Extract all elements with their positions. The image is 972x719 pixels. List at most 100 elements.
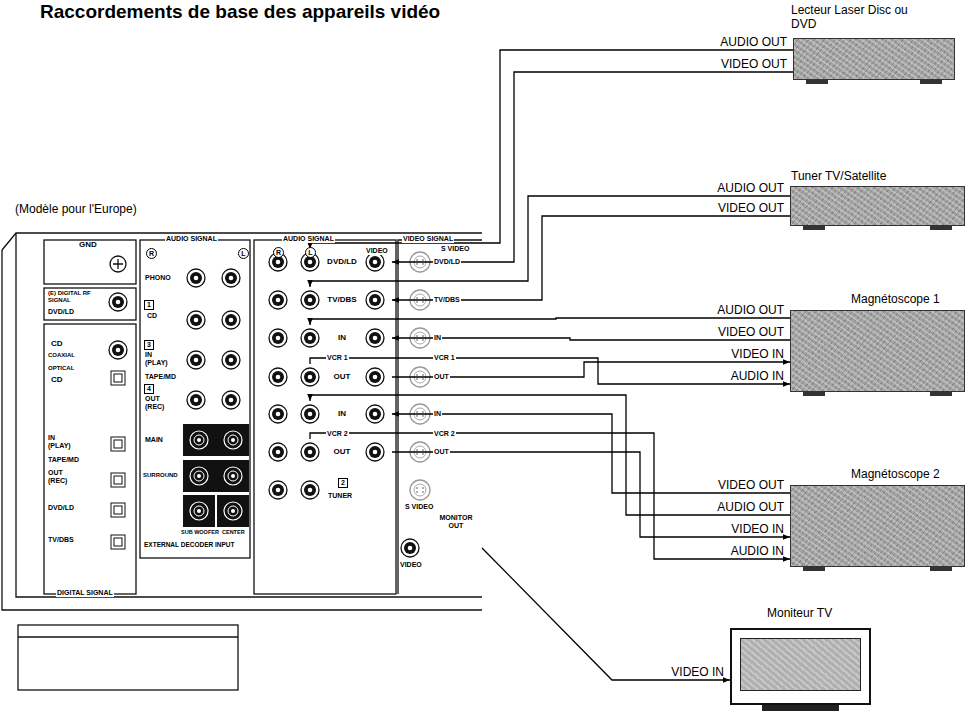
jack-body	[190, 272, 202, 284]
rca-jack	[401, 539, 419, 557]
rca-jack	[301, 368, 319, 386]
s-video-jack	[410, 480, 430, 500]
rca-jack	[269, 443, 287, 461]
jack-pin	[373, 260, 378, 265]
jack-ring	[269, 368, 287, 386]
jack-pin	[197, 509, 201, 513]
jack-body	[304, 408, 316, 420]
jack-body	[369, 371, 381, 383]
jack-pin	[197, 438, 201, 442]
jack-label: OUT	[320, 372, 364, 381]
panel-label: VIDEO SIGNAL	[402, 235, 454, 243]
s-video-pin	[422, 263, 424, 265]
jack-pin	[276, 336, 281, 341]
jack-label: DVD/LD	[320, 257, 364, 266]
jack-body	[225, 354, 237, 366]
jack-ring	[190, 502, 208, 520]
jack-body	[225, 394, 237, 406]
jack-pin	[197, 474, 201, 478]
rca-jack	[269, 329, 287, 347]
rca-jack	[187, 351, 205, 369]
model-note: (Modèle pour l'Europe)	[14, 203, 138, 216]
rca-jack	[366, 443, 384, 461]
jack-ring	[366, 253, 384, 271]
optical-outline	[111, 535, 125, 549]
s-video-pin	[416, 297, 418, 299]
panel-label: EXTERNAL DECODER INPUT	[143, 541, 236, 548]
panel-label: (E) DIGITAL RF SIGNAL	[47, 290, 99, 303]
jack-ring	[301, 481, 319, 499]
cable-label: AUDIO OUT	[720, 35, 787, 49]
input-number: 3	[144, 340, 154, 350]
input-row: OUT	[266, 439, 392, 465]
jack-pin	[276, 412, 281, 417]
jack-ring	[269, 291, 287, 309]
cable	[392, 362, 790, 377]
s-video-pin	[422, 415, 424, 417]
rca-jack	[366, 291, 384, 309]
cable-label: VIDEO OUT	[721, 57, 787, 71]
audio-section	[140, 240, 250, 558]
panel-label: OUT (REC)	[47, 469, 79, 484]
s-video-pin	[416, 335, 418, 337]
jack-body	[304, 484, 316, 496]
s-video-pin	[416, 263, 418, 265]
jack-body	[194, 506, 204, 516]
channel-mark: L	[238, 248, 249, 259]
panel-label: OUT	[433, 373, 450, 381]
device-box: Magnétoscope 1	[790, 310, 965, 392]
device-name: Magnétoscope 2	[851, 467, 961, 481]
s-video-pin	[422, 339, 424, 341]
jack-body	[112, 296, 124, 308]
panel-label: CD	[50, 340, 64, 349]
s-video-pin	[416, 453, 418, 455]
s-video-pin	[416, 259, 418, 261]
speaker-terminal-block	[183, 460, 249, 492]
cable-label: AUDIO OUT	[717, 500, 784, 514]
ground-terminal	[110, 256, 126, 272]
jack-ring	[109, 293, 127, 311]
jack-ring	[187, 391, 205, 409]
device-name: Moniteur TV	[767, 606, 867, 620]
channel-mark: R	[273, 247, 284, 258]
jack-ring	[366, 405, 384, 423]
input-number: 1	[144, 300, 154, 310]
optical-jack	[111, 371, 125, 385]
s-video-pin	[422, 453, 424, 455]
jack-ring	[109, 341, 127, 359]
optical-outline	[111, 437, 125, 451]
cable	[310, 395, 790, 515]
s-video-ring	[410, 480, 430, 500]
device-box: Lecteur Laser Disc ou DVD	[793, 38, 955, 80]
s-video-pin	[416, 411, 418, 413]
jack-ring	[366, 329, 384, 347]
jack-group	[109, 252, 430, 557]
diagram-title: Raccordements de base des appareils vidé…	[40, 1, 440, 23]
jack-pin	[194, 276, 199, 281]
panel-label: DVD/LD	[47, 308, 75, 316]
jack-pin	[308, 260, 313, 265]
jack-pin	[308, 336, 313, 341]
jack-pin	[408, 546, 413, 551]
panel-label: IN	[433, 334, 442, 342]
s-video-pin	[416, 415, 418, 417]
rca-jack	[109, 341, 127, 359]
rca-jack	[222, 269, 240, 287]
jack-pin	[276, 450, 281, 455]
rca-jack	[269, 291, 287, 309]
optical-port	[114, 538, 122, 546]
jack-ring	[301, 291, 319, 309]
optical-jack	[111, 503, 125, 517]
rca-jack	[222, 391, 240, 409]
s-video-pin	[422, 259, 424, 261]
jack-pin	[308, 412, 313, 417]
jack-ring	[222, 311, 240, 329]
speaker-jack	[224, 431, 242, 449]
cable	[392, 452, 790, 537]
cable	[482, 548, 730, 680]
jack-pin	[276, 488, 281, 493]
jack-pin	[308, 298, 313, 303]
optical-outline	[111, 473, 125, 487]
panel-label: CD	[146, 312, 158, 320]
panel-label: PHONO	[144, 274, 172, 282]
